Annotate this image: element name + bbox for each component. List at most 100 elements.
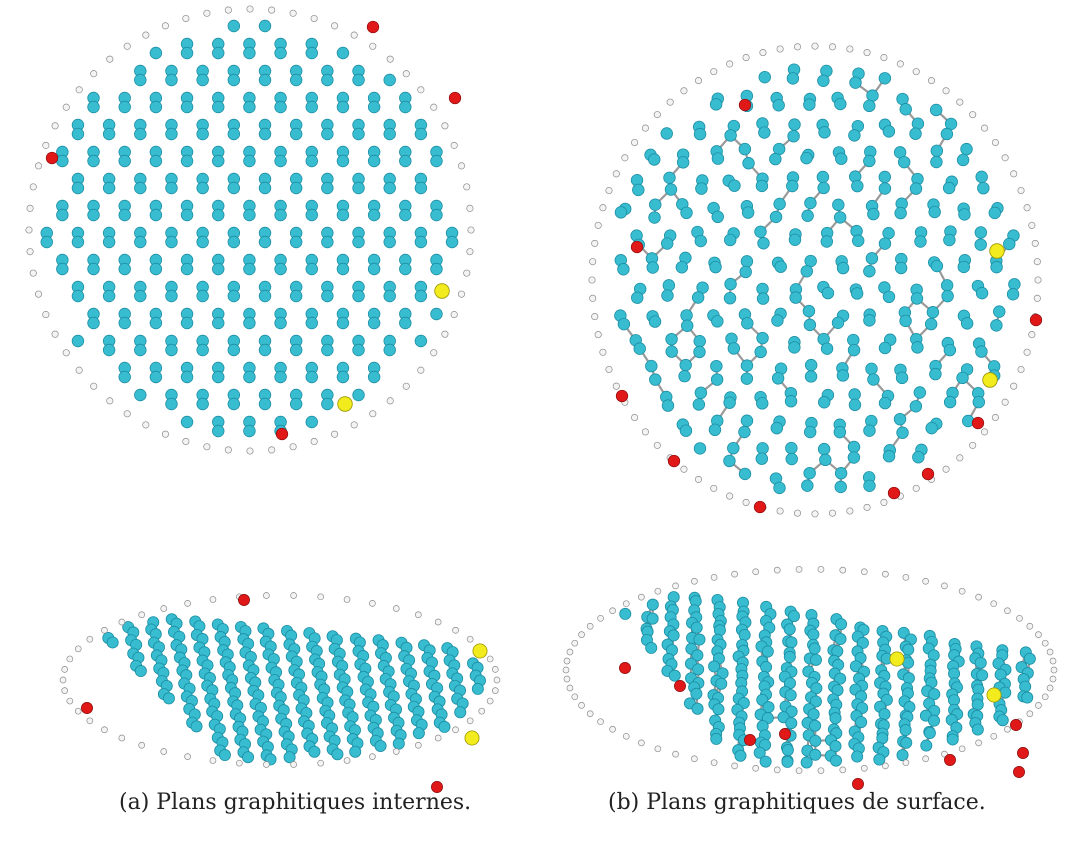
carbon-atom — [899, 314, 912, 328]
carbon-atom — [71, 334, 85, 348]
carbon-atom — [975, 345, 988, 358]
carbon-atom — [134, 665, 147, 678]
carbon-atom — [180, 415, 194, 429]
carbon-atom — [781, 755, 794, 768]
carbon-atom — [352, 388, 365, 402]
caption-panel-b: (b) Plans graphitiques de surface. — [608, 790, 986, 815]
hydrogen-atom — [386, 55, 394, 63]
carbon-atom — [664, 183, 678, 196]
carbon-atom — [367, 100, 381, 114]
carbon-atom — [305, 370, 318, 384]
hydrogen-atom — [882, 570, 889, 578]
hydrogen-atom — [793, 43, 802, 51]
carbon-atom — [847, 451, 861, 464]
carbon-atom — [227, 343, 241, 357]
hydrogen-atom — [975, 739, 982, 747]
carbon-atom — [243, 316, 256, 330]
carbon-atom — [321, 397, 334, 411]
hydrogen-atom — [694, 77, 703, 85]
carbon-atom — [769, 210, 783, 224]
carbon-atom — [848, 129, 861, 142]
hydrogen-atom — [343, 596, 351, 603]
carbon-atom — [676, 156, 690, 169]
carbon-atom — [693, 633, 706, 646]
hydrogen-atom — [597, 718, 604, 726]
carbon-atom — [783, 623, 796, 636]
carbon-atom — [723, 396, 736, 409]
hydrogen-atom — [160, 605, 168, 612]
hydrogen-atom — [1017, 186, 1025, 195]
carbon-atom — [243, 154, 256, 168]
oxygen-atom — [738, 98, 752, 112]
carbon-atom — [847, 440, 861, 454]
carbon-atom — [196, 343, 209, 357]
carbon-atom — [102, 235, 116, 249]
carbon-atom — [819, 453, 832, 467]
oxygen-atom — [779, 728, 791, 740]
carbon-atom — [788, 341, 801, 354]
hydrogen-atom — [123, 42, 131, 50]
carbon-atom — [834, 633, 847, 646]
hydrogen-atom — [182, 437, 190, 446]
carbon-atom — [754, 225, 767, 238]
hydrogen-atom — [578, 631, 585, 638]
carbon-atom — [667, 629, 680, 642]
carbon-atom — [646, 612, 659, 625]
carbon-atom — [849, 76, 862, 89]
oxygen-atom — [887, 486, 901, 500]
carbon-atom — [835, 152, 848, 165]
carbon-atom — [646, 261, 659, 274]
carbon-atom — [769, 152, 782, 166]
hydrogen-atom — [350, 31, 358, 39]
hydrogen-atom — [846, 507, 854, 515]
hydrogen-atom — [34, 162, 43, 170]
carbon-atom — [71, 235, 85, 249]
carbon-atom — [149, 154, 163, 168]
hydrogen-atom — [710, 68, 718, 76]
carbon-atom — [87, 100, 100, 114]
carbon-atom — [349, 745, 362, 758]
oxygen-atom — [45, 151, 59, 165]
hydrogen-atom — [612, 170, 620, 178]
carbon-atom — [708, 423, 722, 437]
carbon-atom — [149, 262, 163, 276]
carbon-atom — [914, 235, 927, 248]
carbon-atom — [785, 717, 798, 730]
hydrogen-atom — [1001, 398, 1009, 406]
hydrogen-atom — [142, 31, 150, 39]
sulfur-atom — [982, 372, 998, 388]
carbon-atom — [383, 73, 396, 87]
carbon-atom — [321, 289, 334, 303]
hydrogen-atom — [622, 732, 630, 740]
hydrogen-atom — [75, 86, 83, 94]
carbon-atom — [847, 343, 861, 357]
hydrogen-atom — [631, 138, 639, 147]
carbon-atom — [772, 99, 785, 112]
hydrogen-atom — [680, 87, 688, 95]
hydrogen-atom — [710, 484, 718, 492]
carbon-atom — [645, 359, 658, 373]
carbon-atom — [960, 317, 974, 330]
carbon-atom — [336, 208, 350, 222]
hydrogen-atom — [26, 248, 34, 256]
carbon-atom — [693, 345, 706, 359]
hydrogen-atom — [466, 204, 474, 212]
carbon-atom — [414, 127, 428, 141]
carbon-atom — [679, 424, 693, 437]
hydrogen-atom — [317, 759, 325, 767]
hydrogen-atom — [990, 732, 998, 740]
hydrogen-atom — [1001, 154, 1009, 162]
carbon-atom — [866, 89, 879, 102]
carbon-atom — [709, 260, 722, 274]
carbon-atom — [760, 661, 773, 674]
hydrogen-atom — [392, 748, 400, 755]
hydrogen-atom — [369, 753, 376, 760]
carbon-atom — [863, 479, 876, 492]
carbon-atom — [808, 642, 821, 655]
carbon-atom — [614, 206, 628, 219]
hydrogen-atom — [942, 465, 950, 473]
carbon-atom — [878, 341, 892, 355]
hydrogen-atom — [975, 593, 982, 601]
hydrogen-atom — [597, 614, 604, 622]
carbon-atom — [399, 154, 412, 168]
